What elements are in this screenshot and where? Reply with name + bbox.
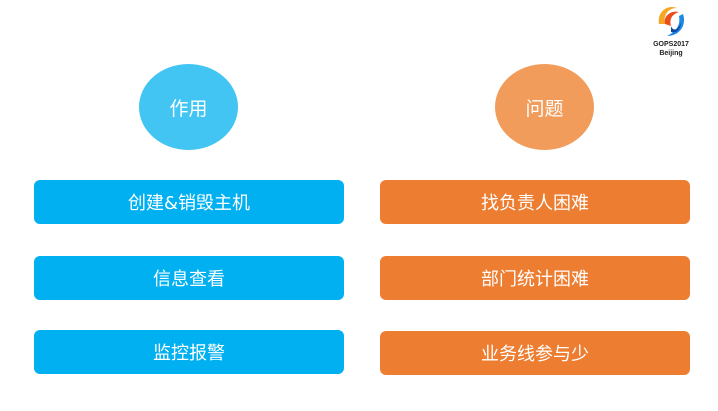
problem-item-low-participation: 业务线参与少	[380, 331, 690, 375]
problem-heading: 问题	[495, 64, 594, 150]
problem-item-dept-stats: 部门统计困难	[380, 256, 690, 300]
gops-logo: GOPS2017 Beijing	[648, 2, 694, 58]
problem-item-find-owner: 找负责人困难	[380, 180, 690, 224]
flame-swirl-logo-icon	[654, 4, 688, 38]
function-heading: 作用	[139, 64, 238, 150]
function-item-create-destroy-host: 创建&销毁主机	[34, 180, 344, 224]
logo-subtitle: Beijing	[659, 50, 683, 57]
function-item-monitor-alert: 监控报警	[34, 330, 344, 374]
logo-title: GOPS2017	[653, 41, 689, 48]
function-item-info-view: 信息查看	[34, 256, 344, 300]
